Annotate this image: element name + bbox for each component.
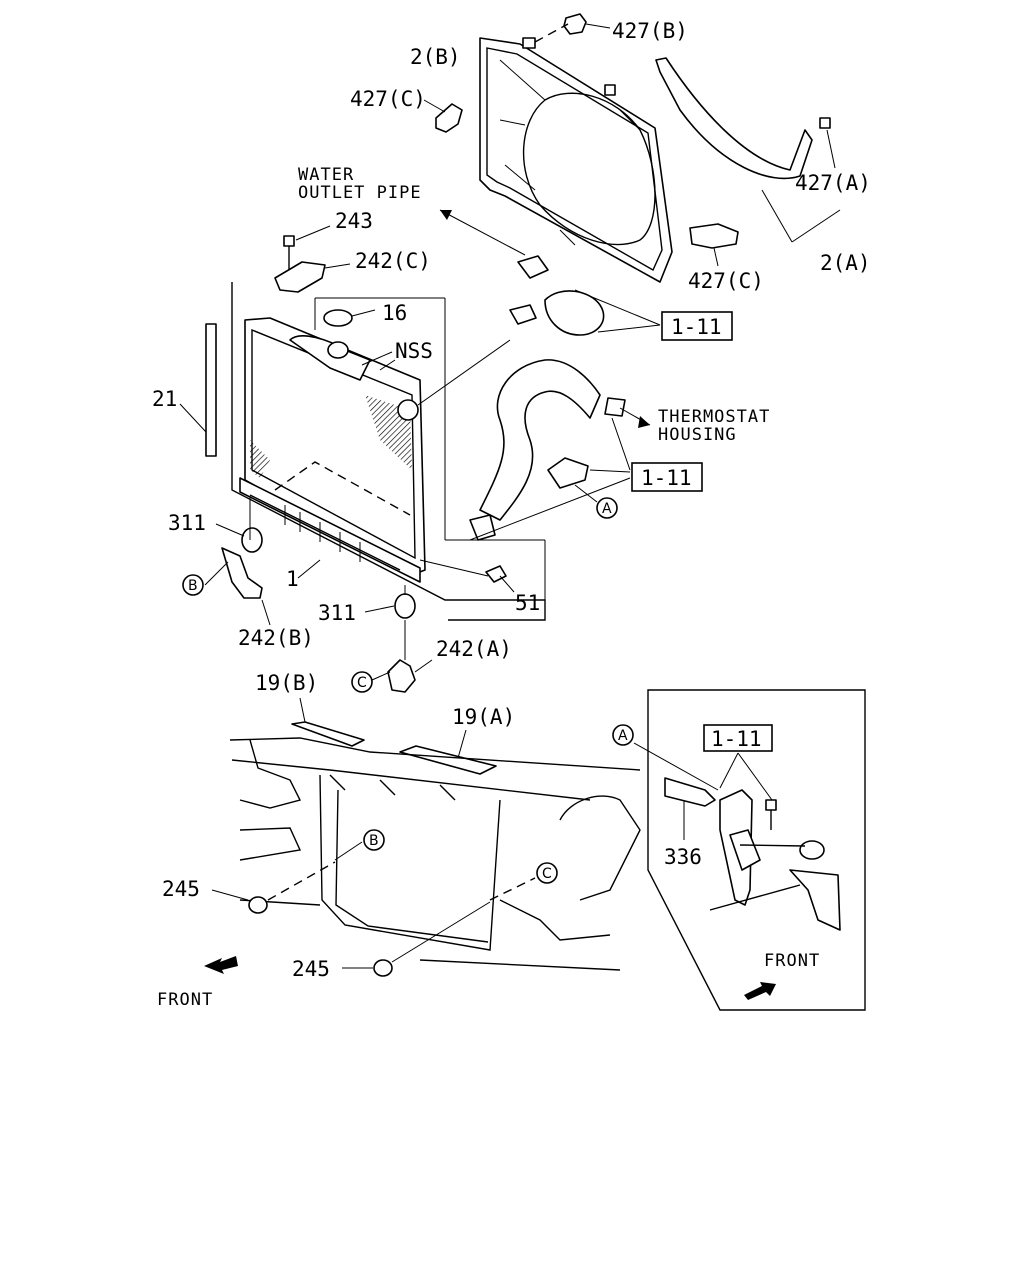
label-242b: 242(B) <box>238 626 314 650</box>
circle-c-marker-2: C <box>536 862 558 884</box>
label-427c-right: 427(C) <box>688 269 764 293</box>
label-243: 243 <box>335 209 373 233</box>
clip-427c-right-part <box>689 223 739 267</box>
circle-c-label-2: C <box>542 866 552 882</box>
front-arrow-left-icon <box>204 956 238 974</box>
circle-b-marker-2: B <box>363 829 385 851</box>
water-outlet-hose <box>439 209 661 336</box>
bolt-51-part <box>419 540 546 620</box>
vehicle-frame <box>229 737 641 971</box>
seal-19b-part <box>291 697 365 747</box>
label-thermostat-1: THERMOSTAT <box>658 407 770 427</box>
circle-b-marker-1: B <box>182 574 204 596</box>
label-311-left: 311 <box>168 511 206 535</box>
circle-a-marker-1: A <box>574 484 618 519</box>
mount-311-left-part <box>215 523 263 553</box>
bracket-242c-part <box>274 261 351 293</box>
label-336: 336 <box>664 845 702 869</box>
bolt-243-part <box>283 225 331 270</box>
label-51: 51 <box>515 591 540 615</box>
label-427c-top: 427(C) <box>350 87 426 111</box>
radiator-cap-part <box>323 309 376 359</box>
fan-shroud-upper <box>479 37 673 283</box>
ref-box-1-11-top: 1-11 <box>661 311 733 341</box>
label-242a: 242(A) <box>436 637 512 661</box>
label-water-outlet-1: WATER <box>298 165 354 185</box>
ref-box-1-11-middle: 1-11 <box>631 462 703 492</box>
front-arrow-right-icon <box>744 982 776 1000</box>
seal-19a-part <box>399 729 497 775</box>
label-311-right: 311 <box>318 601 356 625</box>
label-thermostat-2: HOUSING <box>658 425 737 445</box>
radiator-core <box>231 282 546 621</box>
bracket-242b-part <box>204 496 271 626</box>
ref-box-1-11-inset: 1-11 <box>703 724 773 752</box>
nut-245-right-part <box>342 901 491 977</box>
nut-245-left-part <box>211 861 336 914</box>
thermostat-hose <box>469 359 651 541</box>
bracket-242a-part <box>371 620 433 693</box>
label-21: 21 <box>152 387 177 411</box>
label-1: 1 <box>286 567 299 591</box>
label-front-left: FRONT <box>157 990 213 1010</box>
inset-detail-box <box>633 689 866 1011</box>
label-427a: 427(A) <box>795 171 871 195</box>
seal-strip-part <box>179 323 217 457</box>
ref-1-11-inset-label: 1-11 <box>711 727 762 751</box>
circle-b-label-2: B <box>369 833 379 849</box>
label-water-outlet-2: OUTLET PIPE <box>298 183 422 203</box>
clip-427c-top-part <box>423 99 463 133</box>
ref-1-11-middle-label: 1-11 <box>641 466 692 490</box>
clip-427b-part <box>534 13 611 43</box>
label-245-right: 245 <box>292 957 330 981</box>
label-2a: 2(A) <box>820 251 871 275</box>
label-242c: 242(C) <box>355 249 431 273</box>
circle-c-label-1: C <box>357 675 367 691</box>
circle-b-label-1: B <box>188 578 198 594</box>
circle-a-label-2: A <box>618 728 628 744</box>
label-2b: 2(B) <box>410 45 461 69</box>
label-19a: 19(A) <box>452 705 515 729</box>
circle-a-label-1: A <box>602 501 612 517</box>
label-16: 16 <box>382 301 407 325</box>
circle-c-marker-1: C <box>351 671 373 693</box>
label-245-left: 245 <box>162 877 200 901</box>
label-nss: NSS <box>395 339 433 363</box>
mount-311-right-part <box>364 585 416 619</box>
circle-a-marker-2: A <box>612 724 634 746</box>
label-19b: 19(B) <box>255 671 318 695</box>
label-front-right: FRONT <box>764 951 820 971</box>
label-427b: 427(B) <box>612 19 688 43</box>
ref-1-11-top-label: 1-11 <box>671 315 722 339</box>
fan-shroud-lower <box>655 57 841 243</box>
